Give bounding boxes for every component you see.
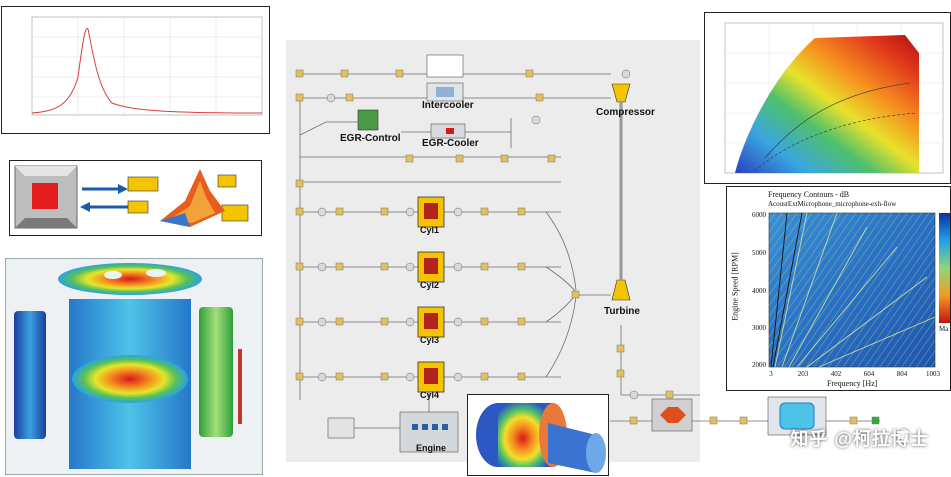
engine-map-surface [735, 35, 919, 173]
cyl2-label: Cyl2 [420, 280, 440, 290]
aftertreatment-diagram [610, 396, 880, 436]
engine-model-connections [295, 54, 700, 453]
piston-top [58, 263, 202, 295]
aftertreatment-panel [610, 385, 890, 455]
engine-model-diagram: Intercooler Compressor EGR-Control EGR-C… [286, 40, 700, 462]
frequency-contour-panel: Frequency Contours - dB AcoustExtMicroph… [726, 186, 951, 391]
xtick-804: 804 [897, 370, 908, 378]
ytick-6000: 6000 [752, 211, 767, 219]
red-block-icon [32, 183, 58, 209]
cyl1-label: Cyl1 [420, 225, 440, 235]
engine-map-contour [724, 22, 944, 174]
engine-map-panel [704, 12, 951, 184]
xtick-1003: 1003 [926, 370, 941, 378]
xtick-3: 3 [769, 370, 773, 378]
egr-cooler-label: EGR-Cooler [422, 138, 479, 149]
ytick-4000: 4000 [752, 287, 767, 295]
fft-line-plot-panel [1, 6, 270, 134]
egr-control-label: EGR-Control [340, 133, 401, 144]
colorbar-label: Ma [939, 325, 949, 333]
xtick-604: 604 [864, 370, 875, 378]
compressor-label: Compressor [596, 107, 655, 118]
x-axis-label: Frequency [Hz] [827, 379, 878, 388]
ytick-2000: 2000 [752, 361, 767, 369]
block-schematic [14, 165, 249, 229]
frequency-contour-plot: 6000 5000 4000 3000 2000 3 203 402 604 8… [752, 211, 950, 378]
watermark-text: 知乎 @柯拉博士 [790, 429, 929, 449]
ytick-5000: 5000 [752, 249, 767, 257]
ytick-3000: 3000 [752, 324, 767, 332]
thermal-render [14, 263, 242, 469]
intercooler-label: Intercooler [422, 100, 474, 111]
fft-curve [31, 28, 263, 114]
engine-label: Engine [416, 443, 447, 453]
turbine-label: Turbine [604, 306, 640, 317]
cyl3-label: Cyl3 [420, 335, 440, 345]
fft-line-plot [31, 16, 263, 116]
xtick-402: 402 [831, 370, 842, 378]
xtick-203: 203 [798, 370, 809, 378]
chart-title: Frequency Contours - dB [768, 190, 850, 199]
turbo-render [476, 403, 606, 473]
cyl4-label: Cyl4 [420, 390, 440, 400]
thermal-render-panel [5, 258, 263, 475]
block-schematic-panel [9, 160, 262, 236]
piston-crown [72, 355, 188, 403]
chart-subtitle: AcoustExtMicrophone_microphone-exh-flow [768, 200, 897, 208]
turbo-render-panel [467, 394, 609, 476]
